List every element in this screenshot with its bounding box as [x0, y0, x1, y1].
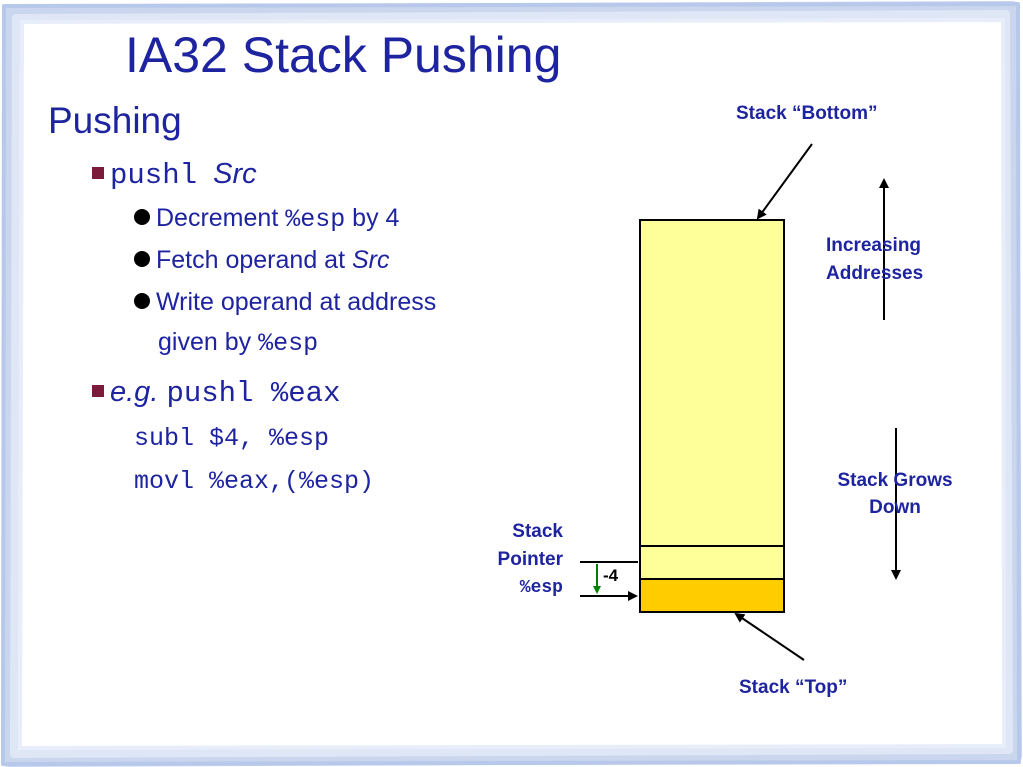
- subbullet-decrement: Decrement %esp by 4: [134, 204, 399, 234]
- instruction-code: pushl: [110, 159, 198, 192]
- subbullet-text: Fetch operand at: [156, 246, 352, 274]
- operand-src: Src: [351, 246, 390, 274]
- subbullet-text: Decrement: [156, 204, 286, 232]
- stack-bottom-arrow: [756, 143, 813, 220]
- register-code: %esp: [258, 329, 319, 358]
- example-label: e.g.: [110, 376, 159, 408]
- slide-title: IA32 Stack Pushing: [125, 27, 562, 83]
- square-bullet-icon: [92, 167, 104, 179]
- stack-memory-block: [639, 219, 785, 547]
- label-line: Stack Grows: [837, 470, 953, 491]
- label-line: Pointer: [497, 549, 563, 570]
- stack-top-arrow: [734, 612, 805, 661]
- stack-pointer-label: Stack Pointer %esp: [462, 518, 563, 602]
- code-line-subl: subl $4, %esp: [134, 424, 330, 453]
- subbullet-write: Write operand at address: [134, 288, 436, 317]
- operand-src: Src: [213, 158, 257, 190]
- label-line: Stack: [512, 521, 563, 542]
- stack-slot-previous-top: [639, 545, 785, 580]
- square-bullet-icon: [92, 385, 104, 397]
- subbullet-text: by 4: [345, 204, 400, 232]
- subbullet-text: given by: [158, 328, 259, 356]
- decrement-label: -4: [603, 566, 619, 585]
- stack-grows-label: Stack Grows Down: [820, 467, 970, 521]
- increasing-addresses-label: Increasing Addresses: [826, 232, 923, 288]
- label-line: Down: [869, 497, 921, 518]
- esp-register-label: %esp: [519, 578, 563, 598]
- register-code: %esp: [285, 205, 346, 234]
- stack-bottom-label: Stack “Bottom”: [736, 103, 878, 124]
- round-bullet-icon: [134, 209, 150, 225]
- code-line-movl: movl %eax,(%esp): [134, 467, 375, 496]
- subbullet-write-line2: given by %esp: [158, 328, 318, 358]
- section-heading: Pushing: [48, 100, 182, 141]
- subbullet-text: Write operand at address: [156, 288, 437, 316]
- stack-slot-new-top: [639, 578, 785, 613]
- bullet-pushl: pushl Src: [92, 158, 257, 192]
- instruction-code: pushl %eax: [166, 377, 341, 410]
- round-bullet-icon: [134, 251, 150, 267]
- stack-top-label: Stack “Top”: [739, 677, 848, 698]
- round-bullet-icon: [134, 293, 150, 309]
- bullet-example: e.g. pushl %eax: [92, 376, 340, 410]
- label-line: Increasing: [826, 235, 922, 256]
- label-line: Addresses: [826, 263, 924, 284]
- subbullet-fetch: Fetch operand at Src: [134, 246, 389, 275]
